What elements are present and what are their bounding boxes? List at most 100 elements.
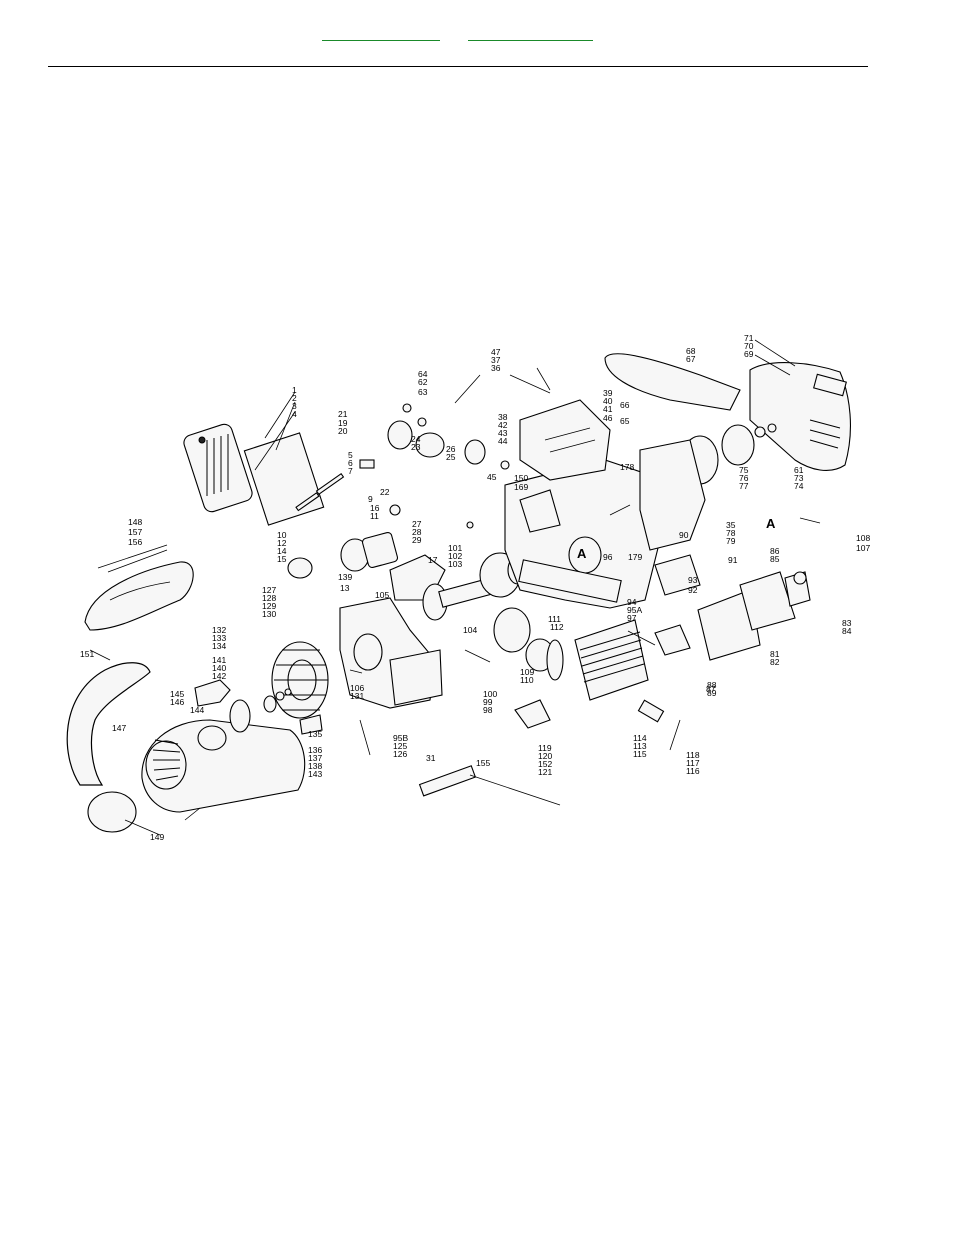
callout-1: 1 <box>292 385 297 395</box>
callout-35: 35 <box>726 520 736 530</box>
callout-88: 88 <box>707 680 717 690</box>
callout-103: 103 <box>448 559 462 569</box>
callout-29: 29 <box>412 535 422 545</box>
callout-67: 67 <box>686 354 696 364</box>
callout-137: 137 <box>308 753 322 763</box>
callout-109: 109 <box>520 667 534 677</box>
callout-99: 99 <box>483 697 493 707</box>
callout-157: 157 <box>128 527 142 537</box>
callout-labels: 1234567910111213141516171920212223242526… <box>80 333 870 842</box>
callout-104: 104 <box>463 625 477 635</box>
crankcase-cover <box>639 439 706 551</box>
callout-77: 77 <box>739 481 749 491</box>
header-link-2[interactable] <box>468 26 593 41</box>
cylinder <box>546 619 649 701</box>
combination-tool <box>418 765 561 806</box>
callout-125: 125 <box>393 741 407 751</box>
callout-108: 108 <box>856 533 870 543</box>
callout-110: 110 <box>520 675 534 685</box>
callout-4: 4 <box>292 409 297 419</box>
callout-94: 94 <box>627 597 637 607</box>
callout-63: 63 <box>418 387 428 397</box>
callout-112: 112 <box>550 622 564 632</box>
callout-114: 114 <box>633 733 647 743</box>
callout-71: 71 <box>744 333 754 343</box>
callout-91: 91 <box>728 555 738 565</box>
callout-23: 23 <box>411 442 421 452</box>
callout-39: 39 <box>603 388 613 398</box>
callout-41: 41 <box>603 404 613 414</box>
callout-95A: 95A <box>627 605 642 615</box>
callout-85: 85 <box>770 554 780 564</box>
callout-70: 70 <box>744 341 754 351</box>
callout-140: 140 <box>212 663 226 673</box>
callout-25: 25 <box>446 452 456 462</box>
callout-106: 106 <box>350 683 364 693</box>
callout-95B: 95B <box>393 733 408 743</box>
callout-65: 65 <box>620 416 630 426</box>
callout-169: 169 <box>514 482 528 492</box>
callout-143: 143 <box>308 769 322 779</box>
header-link-1[interactable] <box>322 26 440 41</box>
callout-131: 131 <box>350 691 364 701</box>
callout-144: 144 <box>190 705 204 715</box>
callout-146: 146 <box>170 697 184 707</box>
callout-147: 147 <box>112 723 126 733</box>
callout-89: 89 <box>707 688 717 698</box>
callout-93: 93 <box>688 575 698 585</box>
starter-housing <box>141 719 306 813</box>
callout-118: 118 <box>686 750 700 760</box>
callout-105: 105 <box>375 590 389 600</box>
callout-121: 121 <box>538 767 552 777</box>
callout-117: 117 <box>686 758 700 768</box>
section-label-a-2: A <box>766 516 776 531</box>
callout-66: 66 <box>620 400 630 410</box>
callout-84: 84 <box>842 626 852 636</box>
header-links <box>0 0 954 60</box>
callout-132: 132 <box>212 625 226 635</box>
engine-cover <box>519 399 611 481</box>
callout-20: 20 <box>338 426 348 436</box>
callout-139: 139 <box>338 572 352 582</box>
callout-10: 10 <box>277 530 287 540</box>
callout-127: 127 <box>262 585 276 595</box>
callout-133: 133 <box>212 633 226 643</box>
callout-178: 178 <box>620 462 634 472</box>
flywheel <box>271 641 329 719</box>
callout-150: 150 <box>514 473 528 483</box>
callout-11: 11 <box>370 511 379 521</box>
callout-27: 27 <box>412 519 422 529</box>
callout-62: 62 <box>418 377 428 387</box>
callout-24: 24 <box>411 434 421 444</box>
callout-16: 16 <box>370 503 380 513</box>
callout-21: 21 <box>338 409 348 419</box>
crankcase-left <box>339 597 443 709</box>
callout-100: 100 <box>483 689 497 699</box>
callout-76: 76 <box>739 473 749 483</box>
callout-36: 36 <box>491 363 501 373</box>
callout-115: 115 <box>633 749 647 759</box>
chain-brake-cover <box>84 561 194 631</box>
clutch-drum <box>287 531 399 579</box>
callout-2: 2 <box>292 393 297 403</box>
starter-screen <box>87 791 137 833</box>
muffler <box>697 571 811 661</box>
callout-6: 6 <box>348 458 353 468</box>
callout-90: 90 <box>679 530 689 540</box>
callout-107: 107 <box>856 543 870 553</box>
crankcase-main <box>504 459 661 609</box>
callout-116: 116 <box>686 766 700 776</box>
decompression-valve <box>637 699 665 723</box>
callout-86: 86 <box>770 546 780 556</box>
callout-3: 3 <box>292 401 297 411</box>
callout-7: 7 <box>348 466 353 476</box>
callout-148: 148 <box>128 517 142 527</box>
callout-138: 138 <box>308 761 322 771</box>
callout-155: 155 <box>476 758 490 768</box>
callout-69: 69 <box>744 349 754 359</box>
callout-37: 37 <box>491 355 501 365</box>
callout-130: 130 <box>262 609 276 619</box>
oil-pump <box>654 554 701 596</box>
air-filter-assembly <box>183 423 325 526</box>
